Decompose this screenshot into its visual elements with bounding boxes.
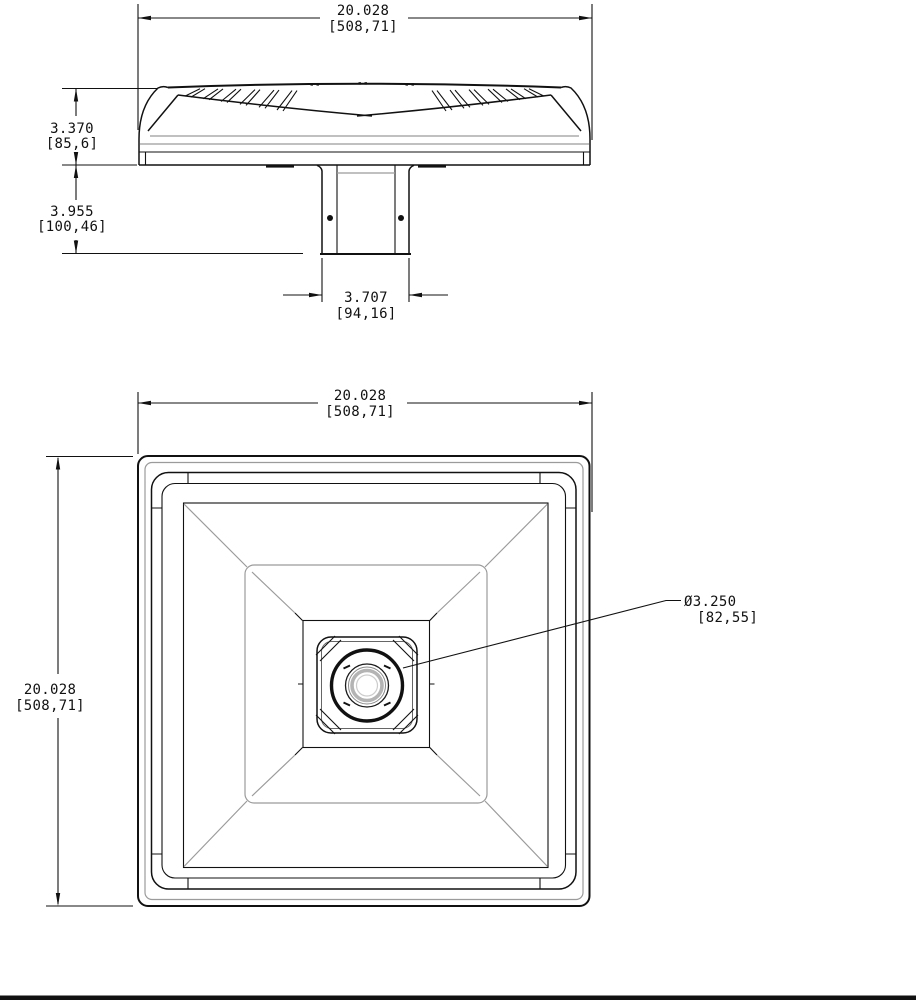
flange-tab [418, 165, 446, 168]
side-fitter-width-dimension: 3.707 [94,16] [283, 258, 448, 322]
sheet-border-bar [0, 995, 916, 1000]
bottom-depth-mm: [508,71] [15, 698, 85, 714]
side-fitter-height-in: 3.955 [50, 204, 94, 220]
pole-hole [350, 668, 384, 703]
side-height-mm: [85,6] [46, 136, 98, 152]
side-fixture-height-dimension: 3.370 [85,6] [46, 87, 158, 166]
fins-right [431, 88, 545, 112]
opening-notches [343, 664, 391, 707]
side-elevation-view: 20.028 [508,71] [37, 3, 593, 322]
side-fitter-height-dimension: 3.955 [100,46] [37, 165, 303, 255]
fitter-plate [315, 635, 419, 735]
side-fitter-width-in: 3.707 [344, 290, 388, 306]
bottom-depth-dimension: 20.028 [508,71] [15, 455, 133, 907]
frame-corner-seams [151, 472, 576, 889]
bottom-width-in: 20.028 [334, 388, 386, 404]
side-overall-width-in: 20.028 [337, 3, 389, 19]
side-fitter-width-mm: [94,16] [335, 306, 396, 322]
fitter-opening-circle [329, 648, 405, 723]
bottom-depth-in: 20.028 [24, 682, 76, 698]
fitter-opening-in: Ø3.250 [684, 594, 736, 610]
side-fixture-body [138, 82, 591, 168]
side-height-in: 3.370 [50, 121, 94, 137]
bottom-housing-outlines [137, 455, 591, 907]
bottom-width-mm: [508,71] [325, 404, 395, 420]
fitter-opening-mm: [82,55] [697, 610, 758, 626]
reflector-pyramid [183, 503, 548, 867]
bottom-plan-view: 20.028 [508,71] 20.028 [508,71] [15, 388, 758, 907]
side-pole-fitter [316, 164, 415, 255]
bottom-width-dimension: 20.028 [508,71] [137, 388, 593, 512]
fins-left [184, 88, 298, 112]
side-overall-width-dimension: 20.028 [508,71] [137, 3, 593, 140]
plate-corner-chamfers [315, 635, 419, 735]
side-overall-width-mm: [508,71] [328, 19, 398, 35]
fitter-screw [398, 215, 404, 221]
flange-tab [266, 165, 294, 168]
fitter-opening-callout: Ø3.250 [82,55] [402, 594, 758, 669]
fitter-screw [327, 215, 333, 221]
side-fitter-height-mm: [100,46] [37, 219, 107, 235]
dome-bolt-bumps [310, 82, 414, 86]
